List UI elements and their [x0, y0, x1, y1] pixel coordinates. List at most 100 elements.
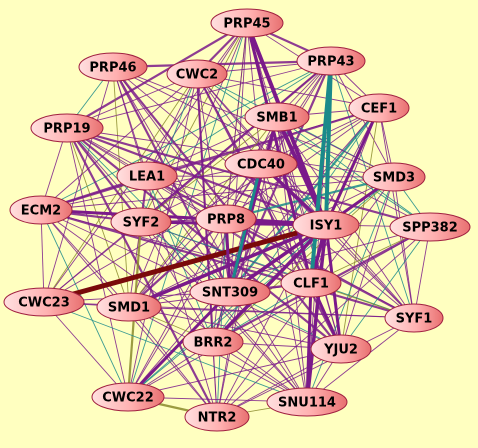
node-ecm2[interactable]: ECM2 — [9, 195, 73, 225]
node-smd1[interactable]: SMD1 — [96, 292, 162, 322]
edge-isy1-cef1 — [324, 107, 381, 226]
edge-isy1-ecm2 — [40, 208, 327, 227]
edge-clf1-snu114 — [305, 282, 313, 403]
node-snt309[interactable]: SNT309 — [189, 277, 271, 307]
edge-cwc2-cwc22 — [127, 73, 198, 398]
node-prp46[interactable]: PRP46 — [78, 52, 148, 82]
node-ellipse — [3, 287, 85, 317]
node-spp382[interactable]: SPP382 — [389, 212, 471, 242]
node-label: BRR2 — [194, 336, 233, 351]
edge-ecm2-snu114 — [40, 209, 308, 403]
node-label: SYF1 — [396, 312, 433, 327]
node-ellipse — [189, 277, 271, 307]
node-ellipse — [78, 52, 148, 82]
node-yju2[interactable]: YJU2 — [310, 334, 372, 364]
node-smd3[interactable]: SMD3 — [362, 162, 426, 192]
node-ellipse — [348, 93, 410, 123]
edge-prp19-syf2 — [66, 127, 142, 223]
node-prp19[interactable]: PRP19 — [30, 113, 104, 143]
edge-isy1-brr2 — [211, 223, 328, 344]
node-cwc22[interactable]: CWC22 — [91, 382, 165, 412]
node-syf2[interactable]: SYF2 — [110, 207, 172, 237]
edge-spp382-syf1 — [413, 226, 431, 319]
node-label: SMB1 — [256, 111, 297, 126]
edge-smd3-yju2 — [340, 176, 395, 350]
edge-smd3-syf1 — [393, 176, 415, 319]
node-label: PRP45 — [223, 17, 270, 32]
edge-smd3-ecm2 — [40, 176, 395, 211]
edge-smd1-yju2 — [128, 306, 342, 350]
edge-prp43-prp46 — [112, 59, 332, 69]
node-snu114[interactable]: SNU114 — [266, 387, 348, 417]
node-ellipse — [91, 382, 165, 412]
node-ellipse — [296, 46, 366, 76]
edge-spp382-ntr2 — [216, 226, 431, 418]
edge-yju2-cwc22 — [127, 348, 342, 398]
edge-prp19-cwc22 — [66, 127, 129, 398]
node-prp8[interactable]: PRP8 — [195, 204, 257, 234]
edge-cwc2-syf1 — [196, 73, 415, 319]
node-ellipse — [244, 102, 310, 132]
node-ellipse — [266, 387, 348, 417]
node-ellipse — [166, 59, 228, 89]
edge-cef1-syf1 — [378, 107, 415, 319]
node-ellipse — [389, 212, 471, 242]
node-brr2[interactable]: BRR2 — [182, 327, 244, 357]
edge-prp19-smd3 — [66, 127, 395, 178]
node-ellipse — [184, 402, 250, 432]
node-ellipse — [96, 292, 162, 322]
node-label: ECM2 — [21, 204, 61, 219]
edge-prp19-clf1 — [66, 127, 312, 284]
edge-cwc2-cwc23 — [43, 73, 198, 303]
edge-smb1-spp382 — [276, 116, 431, 228]
edge-spp382-smd1 — [128, 226, 431, 308]
node-label: PRP8 — [207, 213, 245, 228]
node-cwc23[interactable]: CWC23 — [3, 287, 85, 317]
node-label: CWC22 — [102, 391, 154, 406]
node-smb1[interactable]: SMB1 — [244, 102, 310, 132]
node-prp45[interactable]: PRP45 — [210, 8, 284, 38]
edge-syf2-snu114 — [140, 221, 308, 403]
node-ellipse — [362, 162, 426, 192]
edge-isy1-syf1 — [325, 224, 415, 319]
node-cef1[interactable]: CEF1 — [348, 93, 410, 123]
node-label: CLF1 — [293, 277, 329, 292]
edge-cwc2-spp382 — [196, 73, 431, 228]
edge-ecm2-cwc23 — [40, 209, 45, 303]
edge-cwc23-cwc22 — [43, 301, 129, 398]
edge-prp45-prp19 — [66, 22, 248, 129]
node-label: PRP19 — [43, 122, 90, 137]
node-ntr2[interactable]: NTR2 — [184, 402, 250, 432]
edge-cwc2-syf2 — [140, 73, 198, 223]
edge-isy1-cwc23 — [43, 222, 327, 305]
node-label: CWC23 — [18, 296, 70, 311]
node-isy1[interactable]: ISY1 — [292, 210, 360, 240]
node-clf1[interactable]: CLF1 — [280, 268, 342, 298]
node-label: SYF2 — [123, 216, 160, 231]
node-syf1[interactable]: SYF1 — [384, 303, 444, 333]
edge-spp382-yju2 — [340, 226, 431, 350]
edge-prp43-prp8 — [225, 60, 332, 220]
node-ellipse — [280, 268, 342, 298]
node-cwc2[interactable]: CWC2 — [166, 59, 228, 89]
edge-prp43-clf1 — [309, 60, 333, 284]
edge-prp43-ecm2 — [40, 60, 332, 211]
node-ellipse — [110, 207, 172, 237]
edge-cef1-yju2 — [340, 107, 380, 350]
edge-smb1-syf2 — [140, 116, 278, 223]
node-prp43[interactable]: PRP43 — [296, 46, 366, 76]
node-ellipse — [9, 195, 73, 225]
edge-ecm2-smd1 — [40, 209, 130, 308]
node-ellipse — [30, 113, 104, 143]
node-label: CWC2 — [176, 68, 218, 83]
edge-prp43-lea1 — [146, 60, 332, 177]
node-label: SMD3 — [373, 171, 415, 186]
node-label: ISY1 — [310, 219, 343, 234]
node-lea1[interactable]: LEA1 — [116, 161, 178, 191]
node-label: SNU114 — [278, 396, 336, 411]
node-cdc40[interactable]: CDC40 — [224, 149, 298, 179]
edge-prp46-ntr2 — [112, 66, 218, 418]
